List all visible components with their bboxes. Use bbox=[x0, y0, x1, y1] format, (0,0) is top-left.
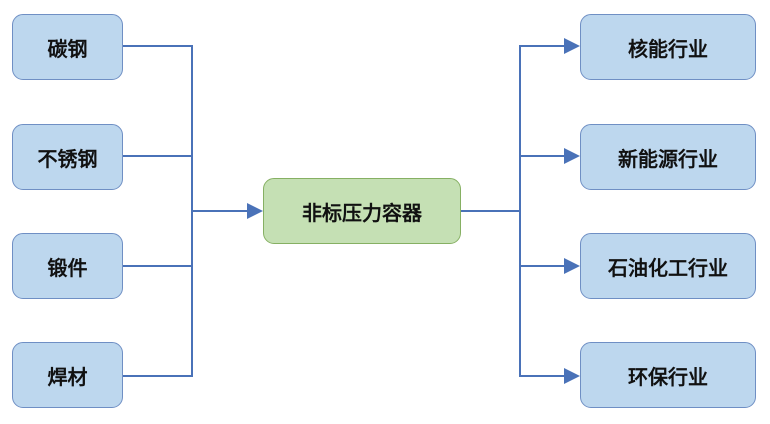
input-box-carbon-steel: 碳钢 bbox=[12, 14, 123, 80]
center-box-pressure-vessel: 非标压力容器 bbox=[263, 178, 461, 244]
input-box-welding-materials: 焊材 bbox=[12, 342, 123, 408]
output-box-environmental: 环保行业 bbox=[580, 342, 756, 408]
output-box-nuclear: 核能行业 bbox=[580, 14, 756, 80]
output-box-new-energy: 新能源行业 bbox=[580, 124, 756, 190]
input-box-stainless-steel: 不锈钢 bbox=[12, 124, 123, 190]
input-box-forgings: 锻件 bbox=[12, 233, 123, 299]
output-box-petrochemical: 石油化工行业 bbox=[580, 233, 756, 299]
